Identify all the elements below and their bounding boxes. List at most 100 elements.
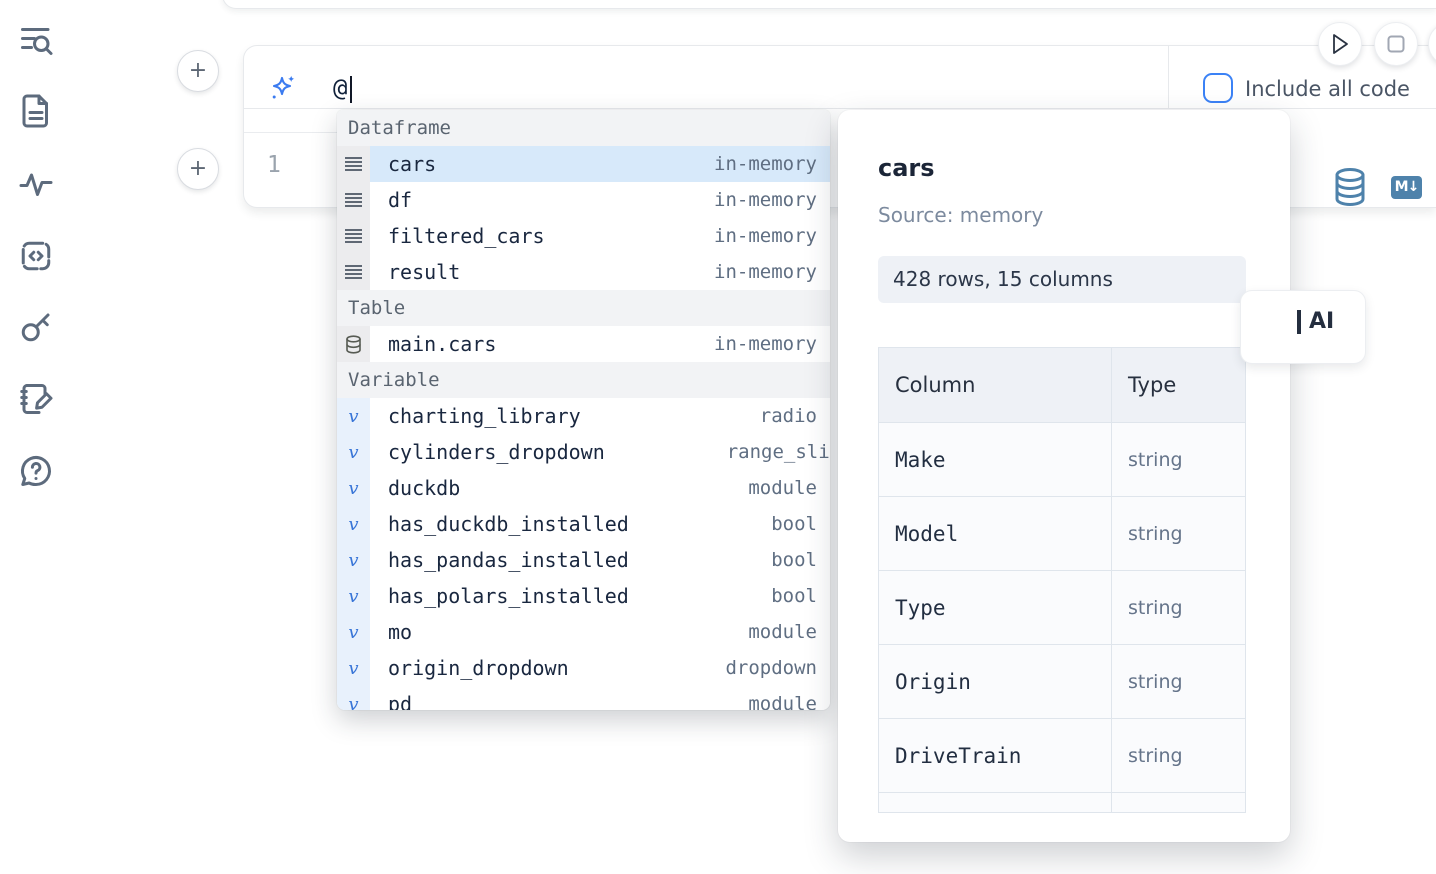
variable-v-icon: v [337, 650, 370, 686]
list-search-icon[interactable] [18, 22, 54, 58]
shape-badge: 428 rows, 15 columns [878, 256, 1246, 303]
dataframe-rows-icon [337, 146, 370, 182]
autocomplete-item-result[interactable]: result in-memory [337, 254, 830, 290]
activity-icon[interactable] [18, 166, 54, 202]
line-number: 1 [267, 152, 281, 178]
item-name: mo [388, 620, 413, 644]
column-name: DriveTrain [895, 743, 1022, 768]
include-all-code-checkbox[interactable] [1203, 73, 1233, 103]
variable-v-icon: v [337, 434, 370, 470]
item-type: radio [759, 405, 817, 427]
previous-cell-bottom-edge [222, 0, 1436, 9]
database-icon[interactable] [1332, 167, 1368, 207]
autocomplete-item-df[interactable]: df in-memory [337, 182, 830, 218]
item-type: in-memory [714, 333, 817, 355]
play-icon [1333, 34, 1348, 54]
table-database-icon [337, 326, 370, 362]
item-type: in-memory [714, 189, 817, 211]
ai-button-label: AI [1309, 309, 1335, 334]
variable-v-icon: v [337, 398, 370, 434]
item-type: bool [771, 549, 817, 571]
autocomplete-item-has_pandas_installed[interactable]: v has_pandas_installed bool [337, 542, 830, 578]
panel-source-label: Source: memory [878, 203, 1044, 227]
item-type: range_slider [726, 441, 830, 463]
variable-v-icon: v [337, 614, 370, 650]
autocomplete-section-table: Table [337, 290, 830, 326]
dataframe-rows-icon [337, 218, 370, 254]
item-type: module [748, 477, 817, 499]
code-snippet-icon[interactable] [18, 238, 54, 274]
column-header: Column [895, 373, 976, 397]
item-type: bool [771, 585, 817, 607]
column-type: string [1128, 448, 1183, 471]
item-name: has_duckdb_installed [388, 512, 629, 536]
schema-row-Origin: Origin string [879, 644, 1245, 718]
item-name: duckdb [388, 476, 461, 500]
column-name: Model [895, 521, 959, 546]
add-cell-button-bottom[interactable]: + [177, 148, 219, 190]
item-type: dropdown [725, 657, 817, 679]
item-name: cars [388, 152, 437, 176]
autocomplete-section-dataframe: Dataframe [337, 110, 830, 146]
variable-v-icon: v [337, 578, 370, 614]
autocomplete-item-cylinders_dropdown[interactable]: v cylinders_dropdown range_slider [337, 434, 830, 470]
variable-v-icon: v [337, 506, 370, 542]
item-type: in-memory [714, 261, 817, 283]
variable-v-icon: v [337, 686, 370, 710]
item-name: charting_library [388, 404, 581, 428]
ai-prompt-input[interactable]: @ [333, 74, 348, 102]
key-icon[interactable] [18, 309, 54, 345]
add-cell-button-top[interactable]: + [177, 50, 219, 92]
schema-table-header: Column Type [879, 348, 1245, 422]
help-chat-icon[interactable] [18, 453, 54, 489]
left-sidebar [0, 0, 72, 874]
item-type: bool [771, 513, 817, 535]
autocomplete-item-charting_library[interactable]: v charting_library radio [337, 398, 830, 434]
item-name: cylinders_dropdown [388, 440, 605, 464]
ai-column-divider [1168, 46, 1169, 108]
column-name: Type [895, 595, 946, 620]
notebook-edit-icon[interactable] [18, 381, 54, 417]
stop-cell-button[interactable] [1374, 22, 1418, 66]
item-type: module [748, 621, 817, 643]
variable-v-icon: v [337, 470, 370, 506]
variable-v-icon: v [337, 542, 370, 578]
clipped-letter [1297, 310, 1301, 334]
autocomplete-item-has_duckdb_installed[interactable]: v has_duckdb_installed bool [337, 506, 830, 542]
column-type: string [1128, 670, 1183, 693]
item-type: module [748, 693, 817, 710]
column-type: string [1128, 744, 1183, 767]
item-name: result [388, 260, 461, 284]
markdown-icon[interactable]: M↓ [1391, 176, 1422, 199]
item-name: origin_dropdown [388, 656, 569, 680]
item-name: has_pandas_installed [388, 548, 629, 572]
include-all-code-label: Include all code [1245, 77, 1410, 101]
document-icon[interactable] [18, 93, 54, 129]
autocomplete-item-origin_dropdown[interactable]: v origin_dropdown dropdown [337, 650, 830, 686]
text-caret [350, 76, 352, 103]
column-name: Origin [895, 669, 971, 694]
autocomplete-section-variable: Variable [337, 362, 830, 398]
item-name: df [388, 188, 413, 212]
editor-divider [244, 132, 337, 133]
generate-with-ai-button[interactable]: AI [1240, 290, 1366, 364]
type-header: Type [1128, 373, 1177, 397]
autocomplete-item-has_polars_installed[interactable]: v has_polars_installed bool [337, 578, 830, 614]
schema-row-DriveTrain: DriveTrain string [879, 718, 1245, 792]
ai-row-divider [243, 108, 1436, 109]
run-cell-button[interactable] [1318, 22, 1362, 66]
schema-row-partial [879, 792, 1245, 812]
item-name: has_polars_installed [388, 584, 629, 608]
panel-title: cars [878, 154, 935, 182]
